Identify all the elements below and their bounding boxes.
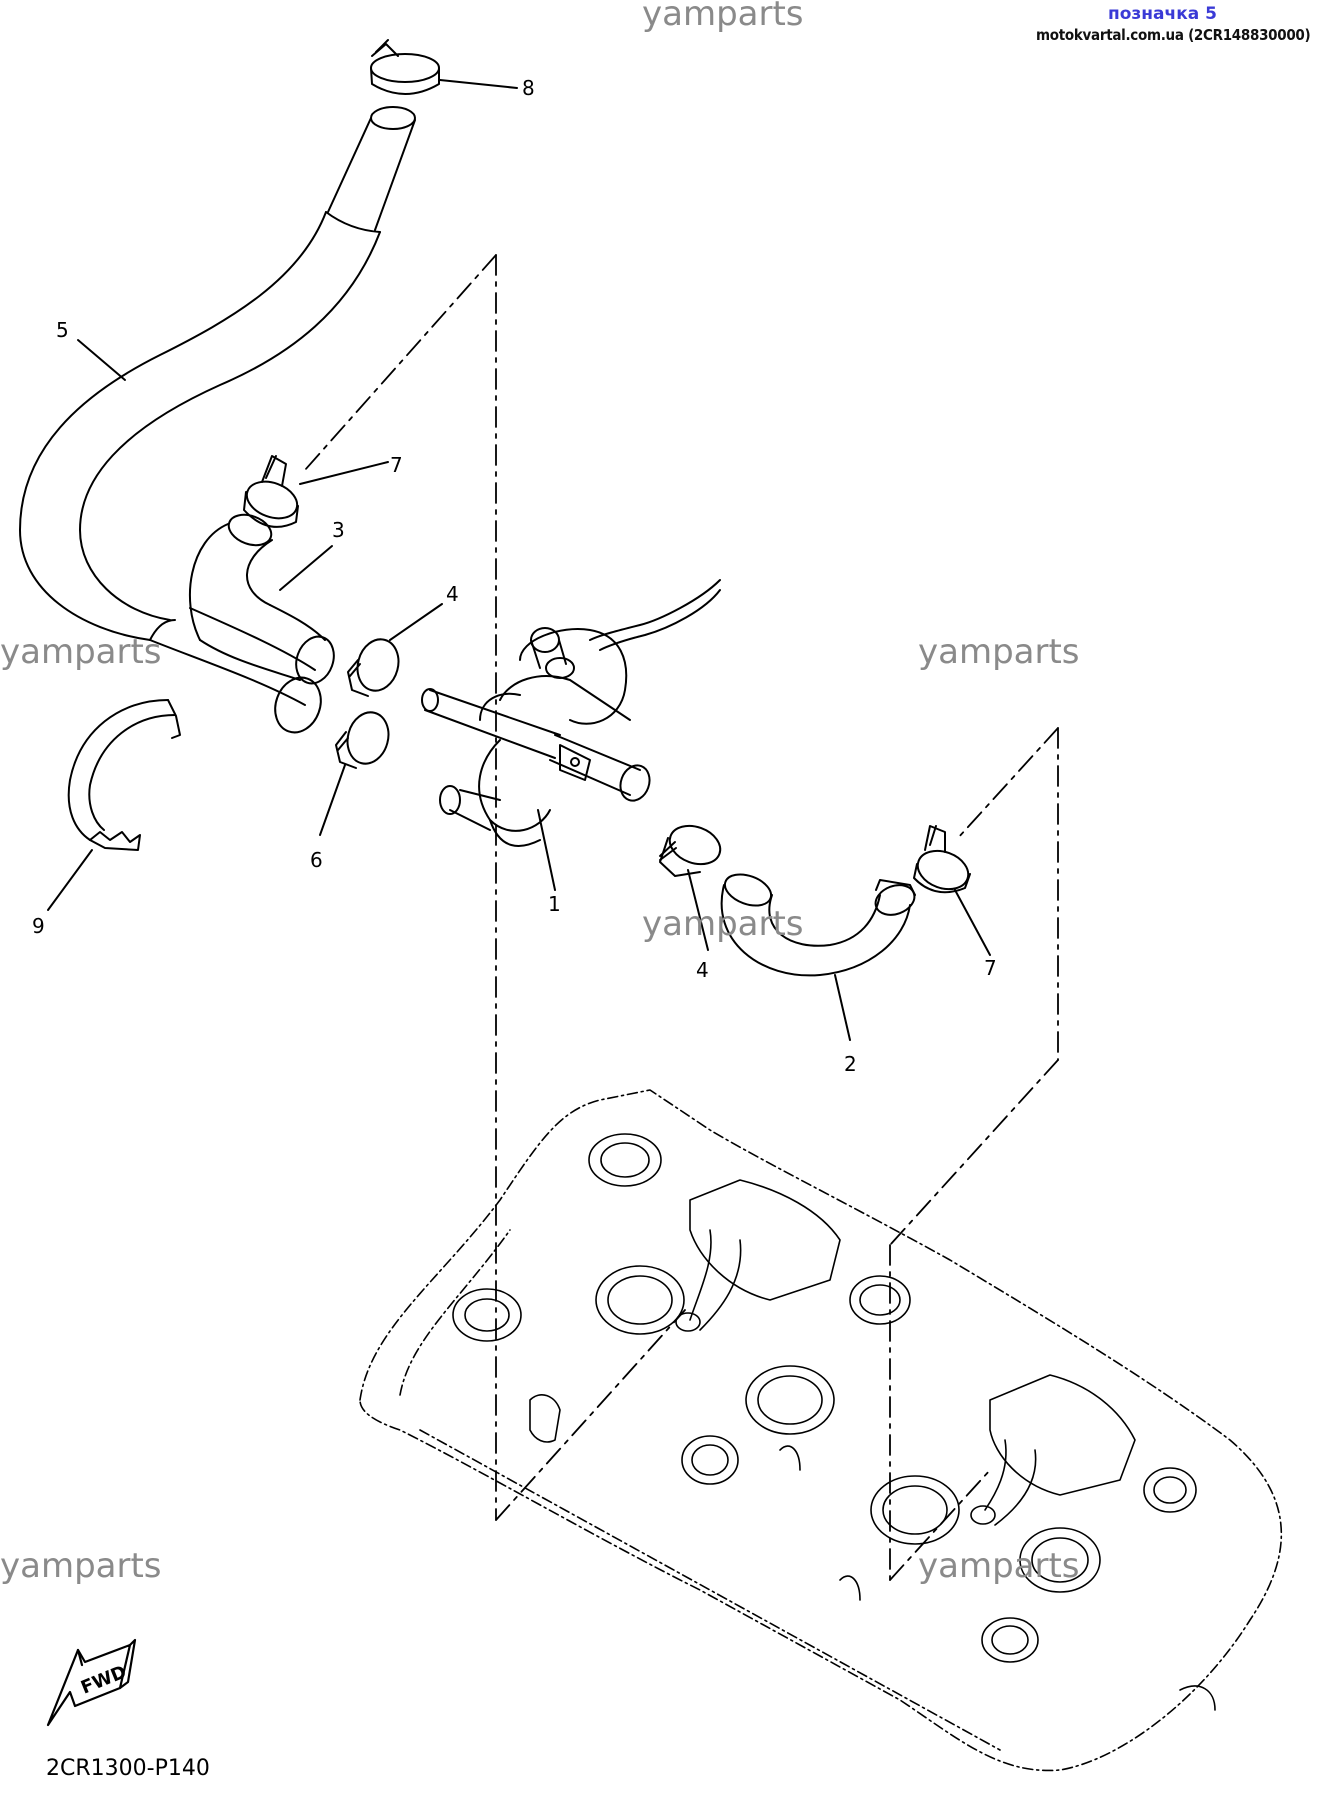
callout-9[interactable]: 9 [32,914,45,938]
watermark-text: yamparts [642,0,804,34]
header-link[interactable]: позначка 5 [1108,4,1217,24]
cylinder-head-outline [359,1089,1283,1772]
part-5-hose [19,106,416,734]
assembly-lines [304,254,1059,1581]
callout-4[interactable]: 4 [696,958,709,982]
callout-6[interactable]: 6 [310,848,323,872]
part-7-clamp-right [913,825,971,894]
part-2-hose [720,873,916,977]
callout-3[interactable]: 3 [332,518,345,542]
part-8-clamp [370,39,440,95]
part-3-hose [189,513,335,685]
callout-5[interactable]: 5 [56,318,69,342]
callout-4[interactable]: 4 [446,582,459,606]
callout-7[interactable]: 7 [390,453,403,477]
callout-7[interactable]: 7 [984,956,997,980]
watermark-text: yamparts [918,632,1080,672]
header-site: motokvartal.com.ua (2CR148830000) [1036,26,1311,44]
watermark-text: yamparts [918,1546,1080,1586]
callout-1[interactable]: 1 [548,892,561,916]
watermark-text: yamparts [0,1546,162,1586]
part-4-clamp-left [347,638,400,697]
diagram-code: 2CR1300-P140 [46,1756,210,1781]
part-1-valve [421,579,721,847]
fwd-label: FWD [78,1662,130,1699]
part-6-clamp [335,711,390,769]
callout-2[interactable]: 2 [844,1052,857,1076]
part-4-clamp-right [659,824,722,877]
cylinder-head-details [452,1133,1216,1711]
part-9-band [67,699,181,851]
watermark-text: yamparts [0,632,162,672]
fwd-arrow-icon [46,1638,137,1727]
watermark-text: yamparts [642,904,804,944]
callout-8[interactable]: 8 [522,76,535,100]
